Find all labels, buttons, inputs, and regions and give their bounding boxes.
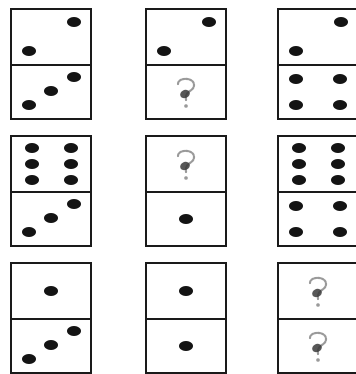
pip-dot — [44, 286, 58, 296]
pip-dot — [157, 46, 171, 56]
domino-top-half — [279, 10, 356, 64]
domino-bottom-half — [279, 318, 356, 372]
pip-dot — [292, 143, 306, 153]
domino-bottom-half — [279, 64, 356, 118]
domino-top-half — [147, 10, 225, 64]
domino-top-half — [12, 10, 90, 64]
pip-dot — [25, 159, 39, 169]
question-mark-icon — [298, 271, 338, 311]
pip-dot — [333, 74, 347, 84]
domino-top-half — [147, 264, 225, 318]
pip-dot — [64, 175, 78, 185]
pip-dot — [25, 175, 39, 185]
pip-dot — [44, 213, 58, 223]
pip-dot — [334, 17, 348, 27]
pip-dot — [67, 72, 81, 82]
question-mark-icon — [166, 144, 206, 184]
pip-dot — [179, 286, 193, 296]
domino-bottom-half — [147, 318, 225, 372]
domino-bottom-half — [12, 64, 90, 118]
pip-dot — [289, 74, 303, 84]
pip-dot — [202, 17, 216, 27]
pip-dot — [44, 340, 58, 350]
pip-dot — [289, 100, 303, 110]
domino-top-half — [279, 137, 356, 191]
pip-dot — [22, 354, 36, 364]
pip-dot — [64, 143, 78, 153]
question-mark-icon — [166, 72, 206, 112]
pip-dot — [67, 17, 81, 27]
pip-dot — [292, 175, 306, 185]
pip-dot — [289, 227, 303, 237]
domino-top-half — [147, 137, 225, 191]
pip-dot — [22, 227, 36, 237]
pip-dot — [67, 199, 81, 209]
domino-r2-c1 — [10, 135, 92, 247]
domino-r2-c2 — [145, 135, 227, 247]
pip-dot — [22, 100, 36, 110]
domino-bottom-half — [12, 318, 90, 372]
domino-bottom-half — [147, 191, 225, 245]
pip-dot — [22, 46, 36, 56]
domino-bottom-half — [12, 191, 90, 245]
pip-dot — [179, 214, 193, 224]
pip-dot — [289, 46, 303, 56]
domino-r1-c2 — [145, 8, 227, 120]
domino-r1-c1 — [10, 8, 92, 120]
pip-dot — [292, 159, 306, 169]
pip-dot — [25, 143, 39, 153]
pip-dot — [331, 159, 345, 169]
domino-top-half — [12, 137, 90, 191]
domino-r3-c3 — [277, 262, 356, 374]
domino-r1-c3 — [277, 8, 356, 120]
domino-r3-c2 — [145, 262, 227, 374]
domino-bottom-half — [279, 191, 356, 245]
pip-dot — [289, 201, 303, 211]
domino-bottom-half — [147, 64, 225, 118]
pip-dot — [44, 86, 58, 96]
pip-dot — [331, 143, 345, 153]
pip-dot — [64, 159, 78, 169]
pip-dot — [333, 201, 347, 211]
domino-r2-c3 — [277, 135, 356, 247]
pip-dot — [333, 100, 347, 110]
domino-r3-c1 — [10, 262, 92, 374]
pip-dot — [331, 175, 345, 185]
question-mark-icon — [298, 326, 338, 366]
domino-top-half — [279, 264, 356, 318]
pip-dot — [67, 326, 81, 336]
domino-top-half — [12, 264, 90, 318]
pip-dot — [333, 227, 347, 237]
pip-dot — [179, 341, 193, 351]
